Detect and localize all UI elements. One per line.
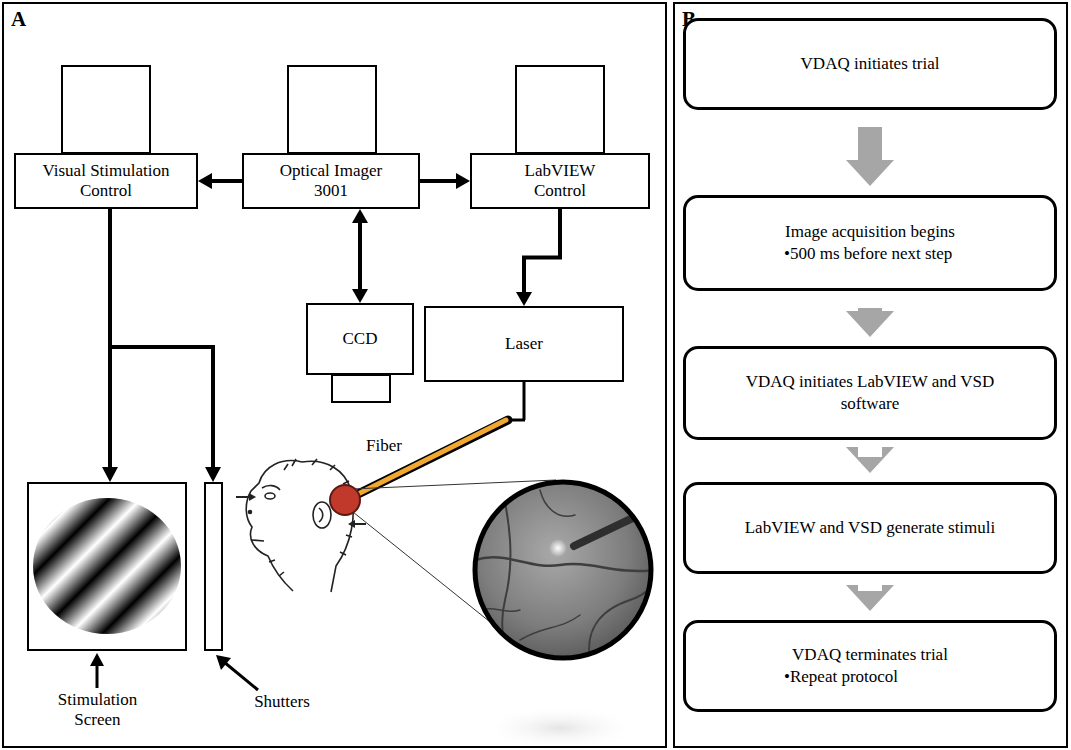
part-label: Stimulation Screen xyxy=(40,690,155,731)
box-label: LabVIEW and VSD generate stimuli xyxy=(745,517,996,539)
process-step: LabVIEW and VSD generate stimuli xyxy=(683,482,1057,574)
stimulation-screen xyxy=(28,483,186,650)
step-note: •500 ms before next step xyxy=(698,243,1042,265)
box-label: Image acquisition begins xyxy=(785,221,955,243)
callout-arrows xyxy=(90,653,258,690)
part-label: Fiber xyxy=(352,436,416,456)
hardware-box: CCD xyxy=(306,303,414,375)
process-step: Image acquisition begins•500 ms before n… xyxy=(683,195,1057,291)
monitor-icon xyxy=(516,66,604,153)
part-label: Shutters xyxy=(236,692,328,712)
process-step: VDAQ initiates trial xyxy=(683,18,1057,110)
shutter xyxy=(205,483,222,650)
camera-lens xyxy=(332,375,390,402)
box-label: VDAQ initiates trial xyxy=(801,53,940,75)
grating-stimulus xyxy=(30,495,184,637)
optical-fiber xyxy=(356,420,508,495)
step-note: •Repeat protocol xyxy=(698,666,1042,688)
connector-arrow xyxy=(516,209,560,306)
connector-arrow xyxy=(198,173,242,189)
zoom-line xyxy=(352,480,556,489)
cortex-image xyxy=(475,480,660,670)
figure-panel: BVDAQ initiates trialImage acquisition b… xyxy=(673,2,1068,748)
box-label: VDAQ initiates LabVIEW and VSD software xyxy=(745,371,995,415)
hardware-box: Laser xyxy=(424,306,624,382)
hardware-box: LabVIEW Control xyxy=(470,153,650,209)
image-shadow xyxy=(480,706,640,750)
connector-arrow xyxy=(846,585,894,611)
connector-arrow xyxy=(846,127,894,186)
monkey-head xyxy=(236,459,366,592)
monitor-icon xyxy=(62,66,150,153)
connector-arrow xyxy=(352,209,368,303)
box-label: Visual Stimulation Control xyxy=(26,161,186,202)
connector-arrow xyxy=(846,447,894,473)
imaging-window xyxy=(330,485,360,515)
hardware-box: Optical Imager 3001 xyxy=(242,153,420,209)
box-label: CCD xyxy=(343,329,378,349)
box-label: VDAQ terminates trial xyxy=(792,644,948,666)
monitor-icon xyxy=(288,66,376,153)
process-step: VDAQ initiates LabVIEW and VSD software xyxy=(683,346,1057,440)
box-label: LabVIEW Control xyxy=(510,161,610,202)
box-label: Optical Imager 3001 xyxy=(271,161,391,202)
stimulus-wires xyxy=(102,209,221,482)
connector-arrow xyxy=(420,173,470,189)
box-label: Laser xyxy=(505,334,543,354)
connector-arrow xyxy=(846,308,894,337)
hardware-box: Visual Stimulation Control xyxy=(14,153,198,209)
process-step: VDAQ terminates trial•Repeat protocol xyxy=(683,620,1057,712)
laser-cable xyxy=(523,382,526,420)
figure-panel: A Visual Stimulation Control Optical Image… xyxy=(2,2,667,748)
panel-letter: A xyxy=(11,7,26,32)
